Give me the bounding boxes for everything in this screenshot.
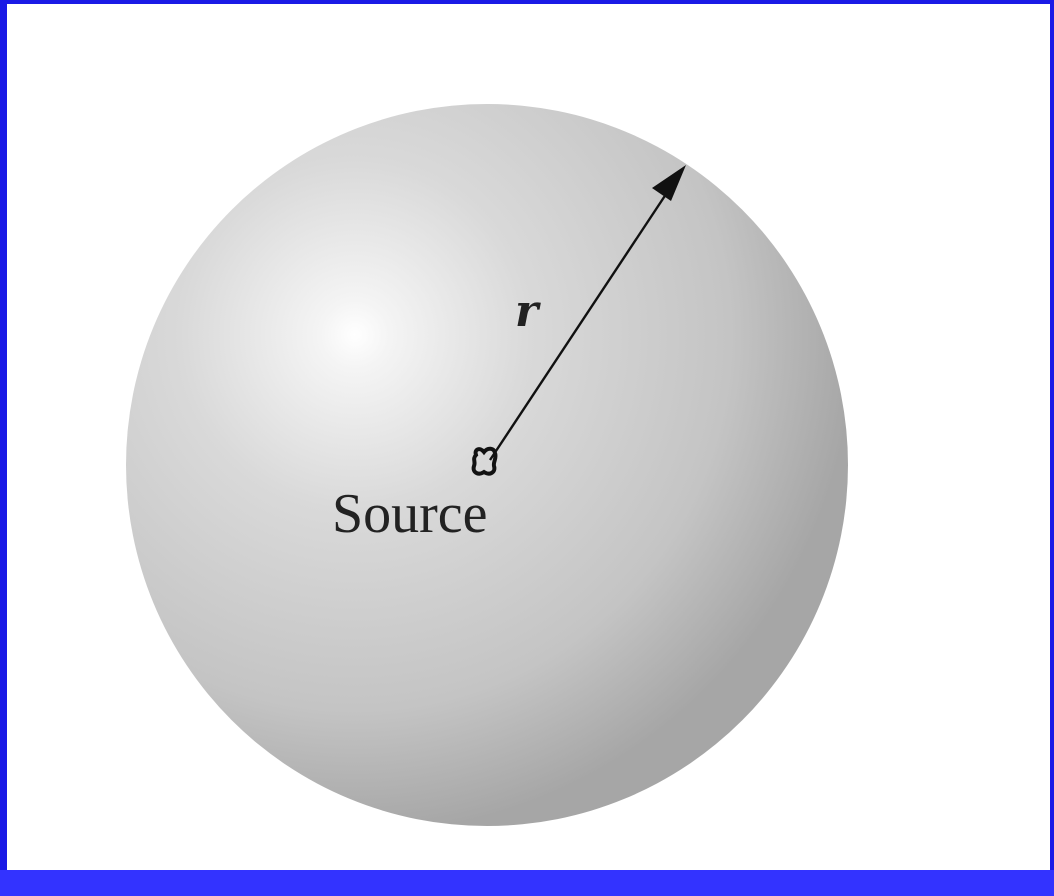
sphere — [126, 104, 848, 826]
bottom-bar — [0, 870, 1054, 896]
radius-label: r — [515, 286, 541, 337]
source-label: Source — [332, 483, 488, 545]
